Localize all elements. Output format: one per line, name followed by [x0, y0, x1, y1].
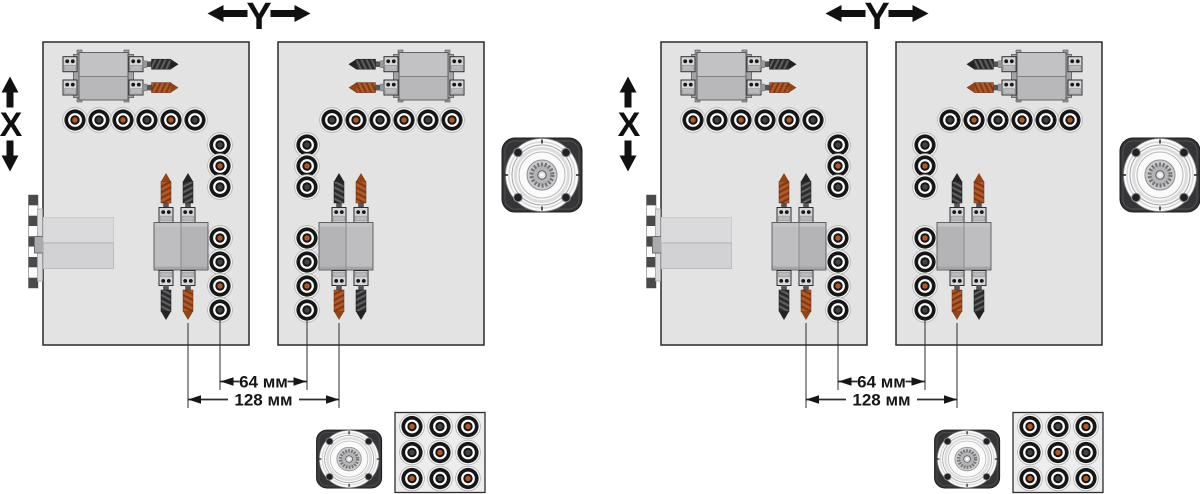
machine-half-left	[0, 0, 582, 493]
machine-half-right	[618, 0, 1200, 493]
